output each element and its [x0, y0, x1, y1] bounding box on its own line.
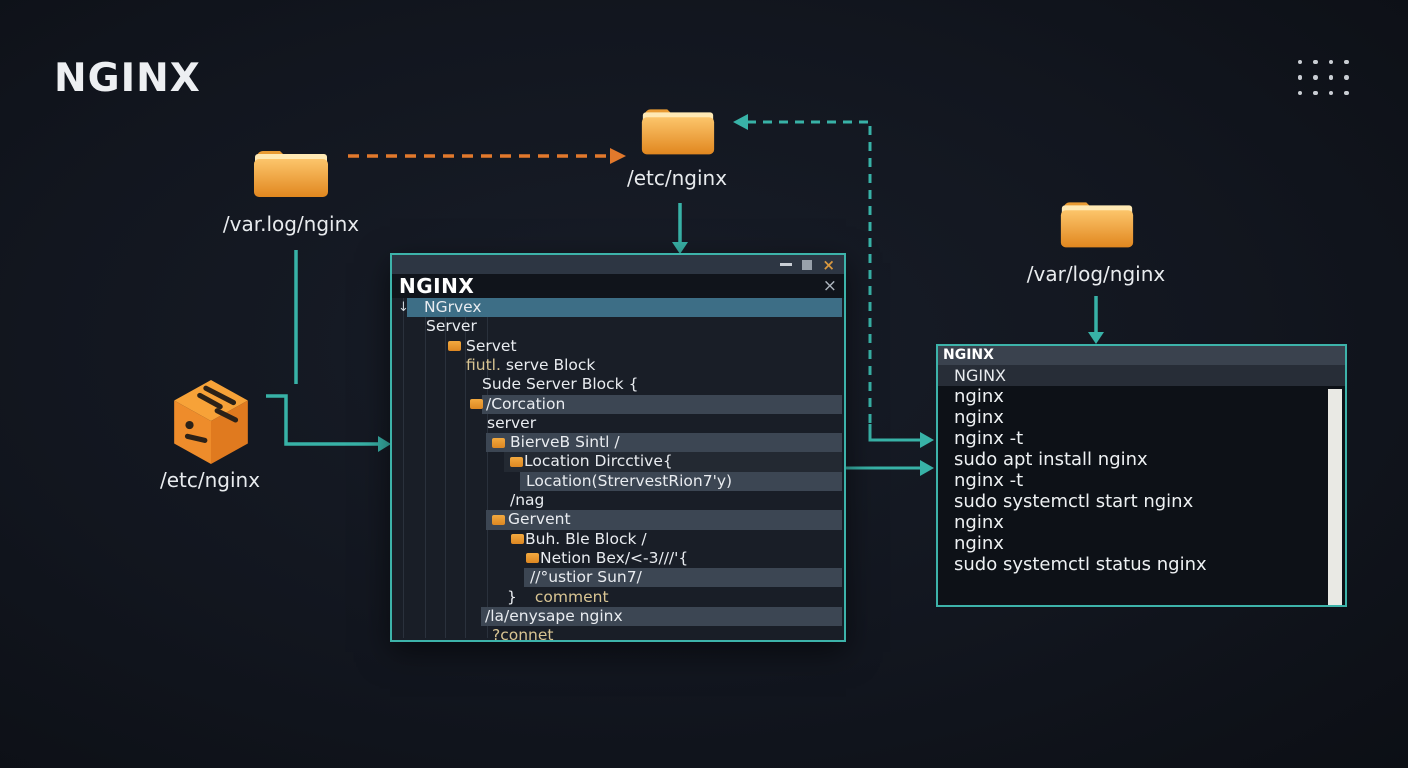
terminal-command-line: nginx -t: [954, 470, 1024, 491]
tree-row-label: server: [487, 413, 537, 432]
tree-row[interactable]: Server: [394, 317, 842, 336]
folder-icon-varlog-right: [1060, 202, 1134, 248]
scrollbar[interactable]: [1328, 389, 1342, 605]
tree-row-label: Gervent: [508, 510, 571, 529]
arrowhead-loop-into-terminal: [920, 432, 934, 448]
tree-row[interactable]: /Corcation: [394, 394, 842, 414]
row-highlight: [481, 606, 842, 627]
label-package-etc: /etc/nginx: [159, 468, 261, 492]
tree-folder-icon: [470, 399, 483, 409]
tree-folder-icon: [492, 514, 505, 525]
tree-row-label: //°ustior Sun7/: [530, 568, 642, 587]
tree-row-label: NGrvex: [424, 298, 482, 316]
row-highlight: [504, 452, 842, 472]
dots-decoration-icon: [1292, 54, 1354, 101]
terminal-command-line: nginx: [954, 512, 1004, 533]
arrowhead-varlog-to-etc: [610, 148, 626, 164]
arrowhead-package-to-editor: [378, 436, 391, 452]
arrowhead-loop-to-etc: [733, 114, 748, 130]
terminal-command-line: sudo apt install nginx: [954, 449, 1148, 470]
maximize-button[interactable]: [802, 259, 813, 270]
editor-headerbar: NGINX ×: [392, 274, 844, 298]
editor-close-icon[interactable]: ×: [822, 276, 837, 296]
tree-row[interactable]: BierveB Sintl /: [394, 433, 842, 453]
tree-row[interactable]: Servet: [394, 337, 842, 356]
terminal-command-line: nginx: [954, 407, 1004, 428]
editor-window-title: NGINX: [399, 274, 475, 298]
tree-row[interactable]: Buh. Ble Block /: [394, 530, 842, 549]
page-title: NGINX: [54, 56, 201, 101]
arrowhead-varlogright-to-terminal: [1088, 332, 1104, 344]
terminal-command-line: nginx: [954, 386, 1004, 407]
arrowhead-etc-to-editor: [672, 242, 688, 254]
row-highlight: [486, 433, 842, 453]
row-highlight: [407, 298, 842, 318]
tree-row[interactable]: Gervent: [394, 510, 842, 530]
tree-row-label: Server: [426, 317, 477, 336]
tree-row-label: Location Dircctive{: [524, 452, 673, 471]
tree-row-label: /Corcation: [486, 394, 566, 413]
tree-folder-icon: [448, 341, 461, 352]
tree-row[interactable]: fiutl. serve Block: [394, 356, 842, 375]
tree-folder-icon: [511, 534, 524, 545]
package-icon-etc: [174, 380, 248, 464]
tree-row[interactable]: Location Dircctive{: [394, 452, 842, 472]
arrowhead-editor-to-terminal: [920, 460, 934, 476]
tree-folder-icon: [510, 456, 523, 467]
tree-row[interactable]: server: [394, 414, 842, 433]
terminal-subheader: NGINX: [938, 365, 1345, 386]
tree-row-label: Sude Server Block {: [482, 375, 639, 394]
tree-row-label: Servet: [466, 336, 517, 355]
tree-row-label: BierveB Sintl /: [510, 433, 620, 452]
tree-row[interactable]: /la/enysape nginx: [394, 606, 842, 627]
terminal-command-line: sudo systemctl start nginx: [954, 491, 1194, 512]
tree-folder-icon: [526, 553, 539, 564]
tree-row[interactable]: //°ustior Sun7/: [394, 568, 842, 588]
row-highlight: [486, 510, 842, 530]
tree-row[interactable]: ↓ NGrvex: [394, 298, 842, 318]
tree-row-label: ?connet: [492, 626, 554, 645]
editor-titlebar: ×: [392, 255, 844, 274]
tree-row[interactable]: Location(StrervestRion7'y): [394, 471, 842, 491]
tree-folder-icon: [492, 437, 505, 448]
tree-row-label: }comment: [507, 587, 609, 606]
tree-row-label: /la/enysape nginx: [485, 606, 623, 625]
terminal-command-line: nginx: [954, 533, 1004, 554]
terminal-command-line: sudo systemctl status nginx: [954, 554, 1207, 575]
tree-row-label: Netion Bex/<-3///'{: [540, 548, 689, 567]
line-loop-into-terminal: [868, 424, 920, 442]
close-button[interactable]: ×: [822, 255, 835, 274]
label-folder-varlog-right: /var/log/nginx: [1026, 262, 1166, 286]
row-highlight: [482, 394, 842, 414]
label-folder-varlog-top: /var.log/nginx: [222, 212, 360, 236]
tree-row-label: Buh. Ble Block /: [525, 529, 647, 548]
folder-icon-etc: [641, 109, 715, 155]
tree-row-label: /nag: [510, 491, 545, 509]
folder-icon-varlog-top: [254, 151, 328, 197]
tree-row[interactable]: }comment: [394, 588, 842, 607]
tree-row[interactable]: Netion Bex/<-3///'{: [394, 549, 842, 568]
tree-row[interactable]: ?connet: [394, 626, 842, 645]
terminal-command-line: nginx -t: [954, 428, 1024, 449]
row-highlight: [524, 568, 842, 588]
expand-arrow-icon: ↓: [398, 300, 409, 315]
row-highlight: [520, 471, 842, 491]
label-folder-etc: /etc/nginx: [626, 166, 728, 190]
tree-row[interactable]: Sude Server Block {: [394, 375, 842, 394]
tree-row-label: fiutl. serve Block: [466, 355, 596, 374]
minimize-button[interactable]: [780, 263, 793, 266]
tree-row[interactable]: /nag: [394, 491, 842, 510]
tree-row-label: Location(StrervestRion7'y): [526, 471, 733, 490]
line-package-to-editor: [266, 394, 378, 446]
terminal-header: NGINX: [938, 346, 1345, 365]
